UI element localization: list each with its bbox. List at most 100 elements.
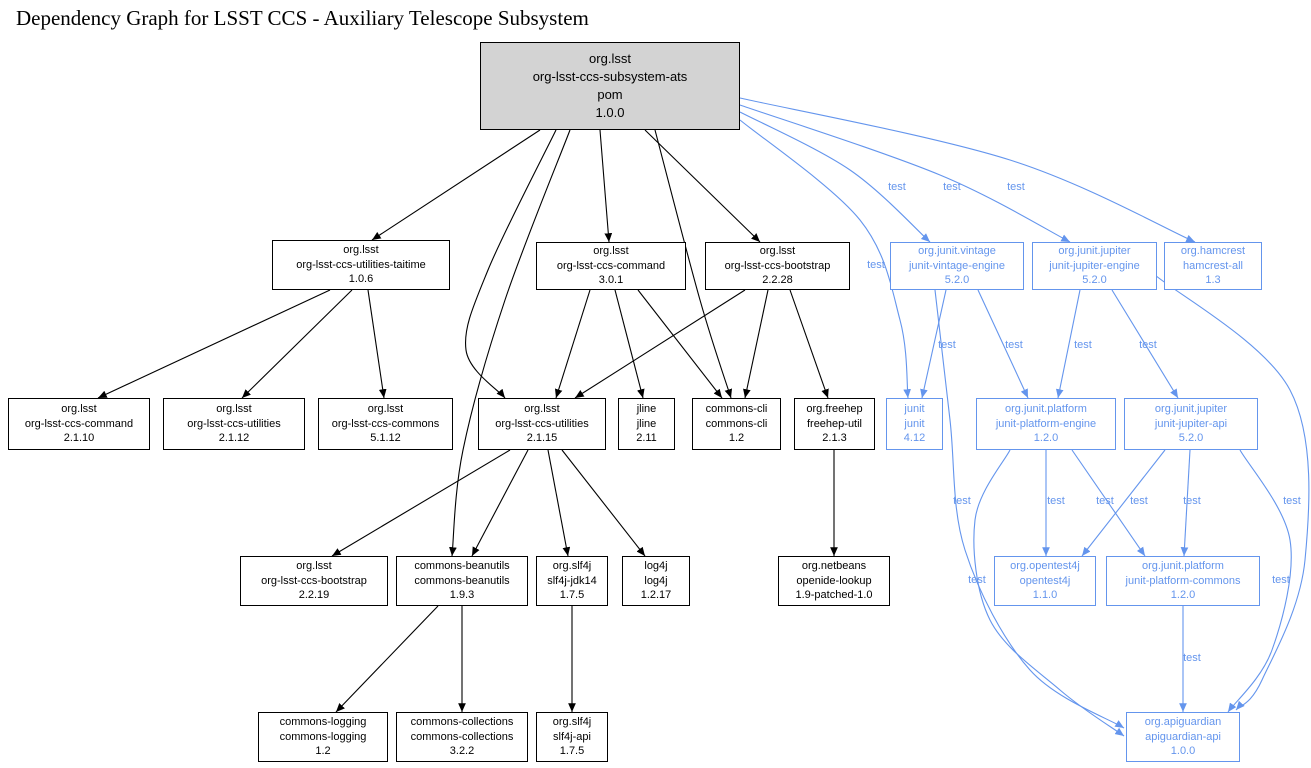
node-label-line: slf4j-api <box>553 730 591 743</box>
node-label-line: junit-vintage-engine <box>908 259 1005 272</box>
edge-platformEngine-platformCommons <box>1071 449 1146 557</box>
edge-label-root-jupiterEngine: test <box>943 181 961 193</box>
node-label-line: junit-platform-engine <box>995 417 1097 430</box>
node-label-line: org.slf4j <box>552 560 592 573</box>
edge-label-jupiterEngine-apiguardian: test <box>1283 495 1301 507</box>
edge-root-jupiterEngine <box>739 104 1071 243</box>
node-label-line: commons-collections <box>410 730 514 743</box>
node-label-line: commons-logging <box>279 716 367 729</box>
edge-root-utilities2115 <box>464 129 557 399</box>
edge-label-root-junit412: test <box>867 259 885 271</box>
edge-jupiterApi-opentest4j <box>1081 449 1166 557</box>
edge-jupiterEngine-apiguardian <box>1154 274 1310 711</box>
edge-label-jupiterEngine-platformEngine: test <box>1074 339 1092 351</box>
edge-bootstrap2228-utilities2115 <box>574 289 746 399</box>
node-label-line: org.lsst <box>593 245 629 258</box>
node-label-line: freehep-util <box>806 417 863 430</box>
node-label-line: 5.2.0 <box>1178 432 1204 445</box>
node-label-line: commons-collections <box>410 716 514 729</box>
edge-root-beanutils <box>449 129 571 557</box>
node-label-line: jline <box>636 417 657 430</box>
node-label-line: 4.12 <box>903 432 926 445</box>
node-label-line: 1.9-patched-1.0 <box>795 589 873 602</box>
node-label-line: junit <box>904 403 925 416</box>
node-label-line: 5.2.0 <box>1082 274 1107 287</box>
node-label-line: 1.2 <box>315 745 331 758</box>
node-label-line: 1.3 <box>1205 274 1221 287</box>
edge-root-junit412 <box>739 119 911 399</box>
node-label-line: 1.7.5 <box>559 589 585 602</box>
node-label-line: org.hamcrest <box>1180 245 1246 258</box>
node-label-line: junit-jupiter-engine <box>1049 259 1140 272</box>
node-label-line: org.junit.jupiter <box>1058 245 1131 258</box>
node-label-line: org-lsst-ccs-subsystem-ats <box>532 69 688 85</box>
node-label-line: commons-beanutils <box>414 560 510 573</box>
edge-label-root-vintage: test <box>888 181 906 193</box>
edge-utilities2115-slf4jjdk14 <box>547 449 571 557</box>
node-label-line: slf4j-jdk14 <box>547 574 597 587</box>
node-label-line: 3.2.2 <box>449 745 475 758</box>
edge-command301-commonscli <box>637 289 723 399</box>
edge-utilities2115-bootstrap2219 <box>331 449 511 557</box>
node-label-line: org-lsst-ccs-command <box>24 417 134 430</box>
edge-label-jupiterApi-platformCommons: test <box>1183 495 1201 507</box>
node-label-line: jline <box>636 403 657 416</box>
edge-label-root-hamcrest: test <box>1007 181 1025 193</box>
node-label-line: 2.2.28 <box>762 274 793 287</box>
node-label-line: org-lsst-ccs-utilities <box>187 417 281 430</box>
edge-root-bootstrap2228 <box>644 129 761 243</box>
node-label-line: org.apiguardian <box>1144 716 1222 729</box>
edge-vintage-platformEngine <box>977 289 1029 399</box>
node-label-line: org-lsst-ccs-utilities-taitime <box>296 258 426 271</box>
edge-root-taitime <box>371 129 541 241</box>
node-label-line: org.lsst <box>759 245 796 258</box>
edge-vintage-apiguardian <box>934 289 1125 729</box>
edge-root-command301 <box>599 129 613 243</box>
node-label-line: org-lsst-ccs-utilities <box>495 417 589 430</box>
page-title: Dependency Graph for LSST CCS - Auxiliar… <box>16 6 589 30</box>
node-label-line: org.lsst <box>343 244 379 257</box>
node-label-line: org.lsst <box>589 51 631 67</box>
node-label-line: 1.2.17 <box>640 589 672 602</box>
edge-jupiterEngine-platformEngine <box>1055 289 1081 399</box>
node-label-line: org.junit.platform <box>1142 560 1224 573</box>
node-label-line: opentest4j <box>1019 574 1071 587</box>
node-label-line: hamcrest-all <box>1183 259 1243 272</box>
edge-label-vintage-platformEngine: test <box>1005 339 1023 351</box>
node-label-line: org.netbeans <box>801 560 867 573</box>
edge-taitime-command2110 <box>97 289 331 399</box>
edge-taitime-utilities2112 <box>241 289 353 399</box>
node-label-line: 2.1.3 <box>822 432 847 445</box>
edge-bootstrap2228-freehep <box>789 289 829 399</box>
node-label-line: org-lsst-ccs-commons <box>331 417 440 430</box>
node-label-line: 3.0.1 <box>598 274 624 287</box>
